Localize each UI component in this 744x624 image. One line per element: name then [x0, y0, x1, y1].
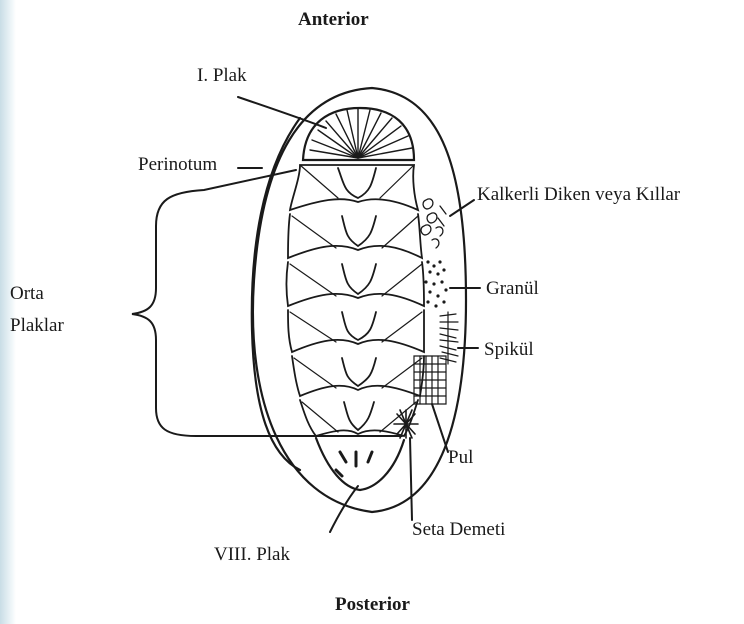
- posterior-label: Posterior: [335, 595, 410, 614]
- girdle-granules: [424, 260, 447, 307]
- seta-bundle-label: Seta Demeti: [412, 520, 505, 539]
- middle-plates-label-1: Orta: [10, 284, 44, 303]
- anterior-label: Anterior: [298, 10, 369, 29]
- middle-plates: [287, 165, 425, 436]
- plate-first-label: I. Plak: [197, 66, 247, 85]
- plate-eighth-marks: [336, 452, 372, 476]
- calcareous-spines-label: Kalkerli Diken veya Kıllar: [477, 185, 680, 204]
- scale-label: Pul: [448, 448, 473, 467]
- plate-eighth-label: VIII. Plak: [214, 545, 290, 564]
- middle-plates-brace: [132, 170, 402, 436]
- leader-seta: [410, 438, 412, 520]
- seta-bundle: [394, 410, 418, 438]
- perinotum-label: Perinotum: [138, 155, 217, 174]
- middle-plates-label-2: Plaklar: [10, 316, 64, 335]
- girdle-spines: [421, 199, 446, 248]
- granule-label: Granül: [486, 279, 539, 298]
- girdle-scales: [414, 356, 446, 404]
- spicule-label: Spikül: [484, 340, 534, 359]
- plate-eighth-outline: [316, 438, 404, 490]
- leader-scale: [432, 404, 448, 452]
